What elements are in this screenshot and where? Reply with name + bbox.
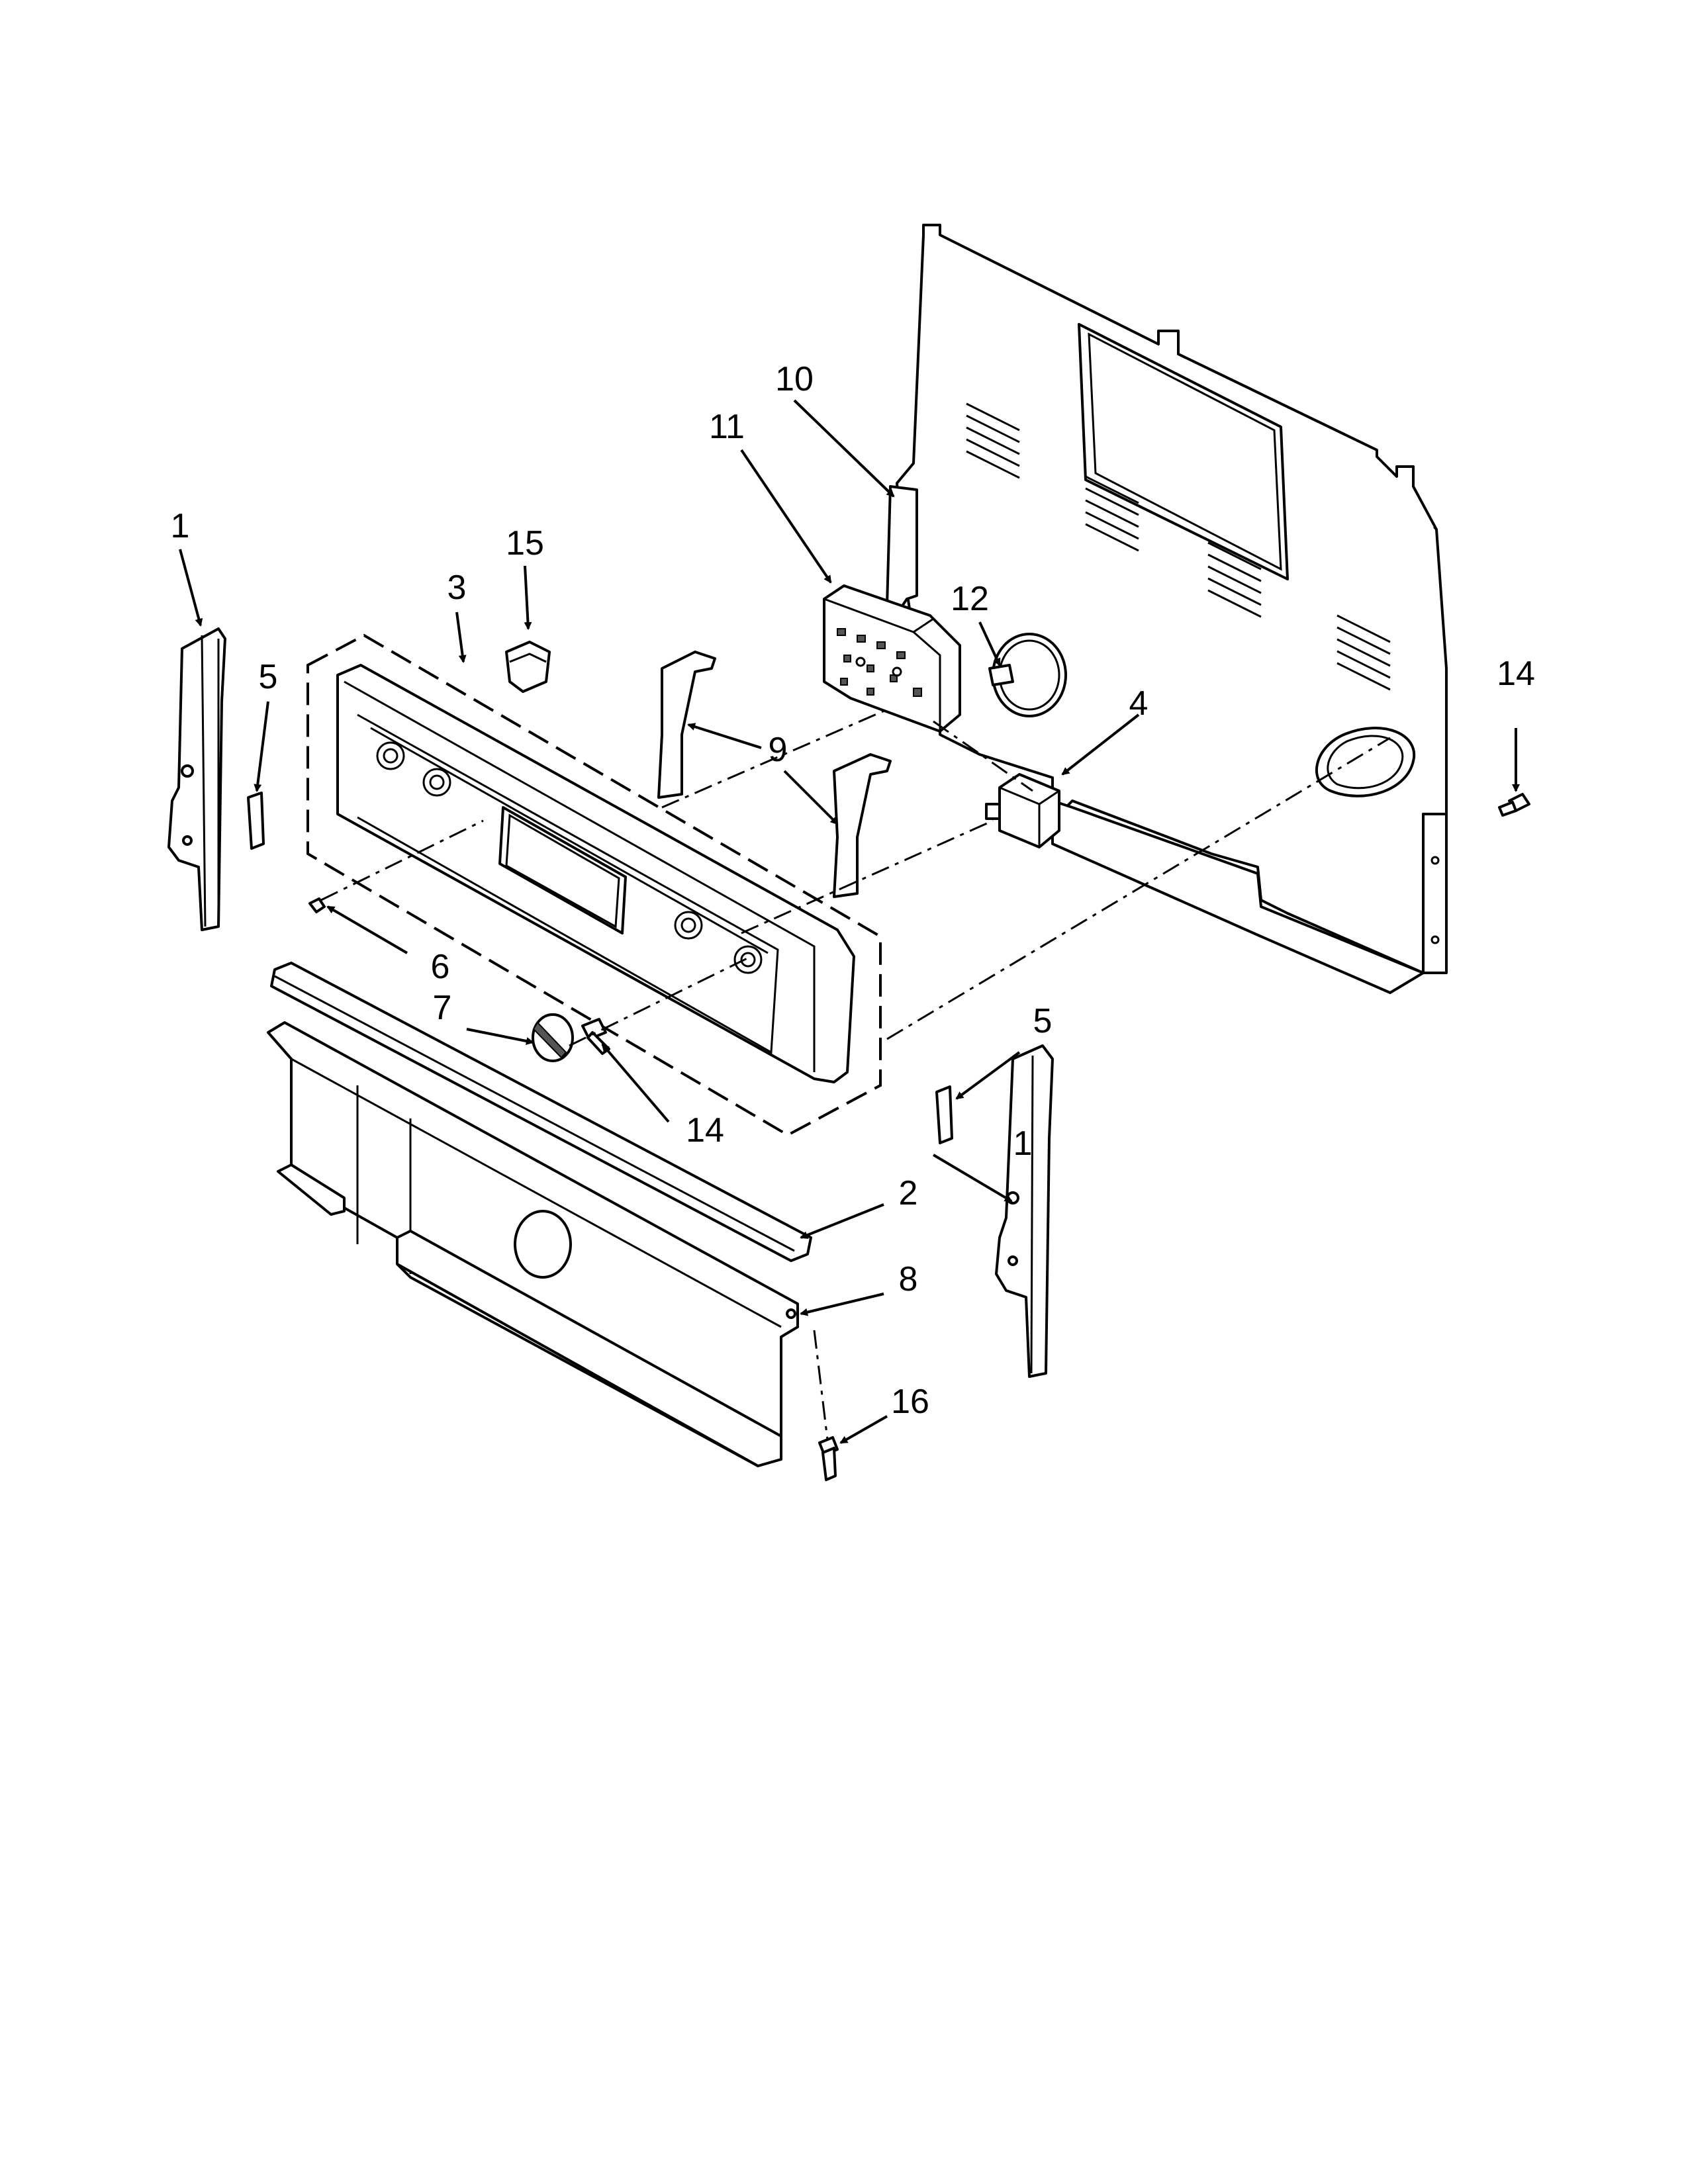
leader-lines: [179, 399, 1520, 1444]
control-panel-assembly: [306, 633, 882, 1137]
callout-4: 4: [1129, 684, 1149, 723]
screw-6: [308, 897, 326, 913]
clip-15: [505, 641, 551, 693]
assembly-lines: [320, 707, 1391, 1440]
callout-16: 16: [891, 1383, 929, 1421]
callout-10: 10: [775, 360, 814, 398]
rotary-switch: [985, 773, 1060, 848]
bracket-upper: [657, 651, 716, 799]
callout-15: 15: [506, 524, 544, 563]
callout-6: 6: [431, 948, 450, 986]
screw-14-right: [1498, 793, 1530, 817]
callout-5-right: 5: [1033, 1002, 1053, 1040]
round-bezel-part: [988, 633, 1067, 717]
callout-3: 3: [447, 569, 467, 607]
base-panel: [267, 1021, 799, 1467]
clip-5-left: [247, 792, 265, 850]
control-knob: [532, 1013, 574, 1062]
clip-5-right: [935, 1085, 953, 1144]
callout-1-right: 1: [1013, 1124, 1033, 1163]
callout-5-left: 5: [259, 658, 278, 696]
callout-labels: 1 1 2 3 4 5 5 6 7 8 9 10 11 12 14 14 15 …: [171, 360, 1535, 1421]
callout-12: 12: [951, 580, 989, 618]
callout-11: 11: [709, 408, 745, 446]
callout-1-left: 1: [171, 507, 190, 545]
side-bracket-right: [995, 1044, 1054, 1378]
front-trim-rail: [270, 962, 812, 1262]
electronic-control-board: [823, 584, 961, 733]
callout-8: 8: [899, 1260, 918, 1298]
callout-7: 7: [433, 989, 452, 1027]
callout-14-center: 14: [686, 1111, 724, 1150]
bracket-lower: [833, 753, 892, 898]
callout-9: 9: [769, 731, 788, 769]
screw-16: [818, 1436, 839, 1481]
callout-2: 2: [899, 1174, 918, 1212]
side-bracket-left: [167, 627, 226, 931]
callout-14-right: 14: [1497, 655, 1535, 693]
